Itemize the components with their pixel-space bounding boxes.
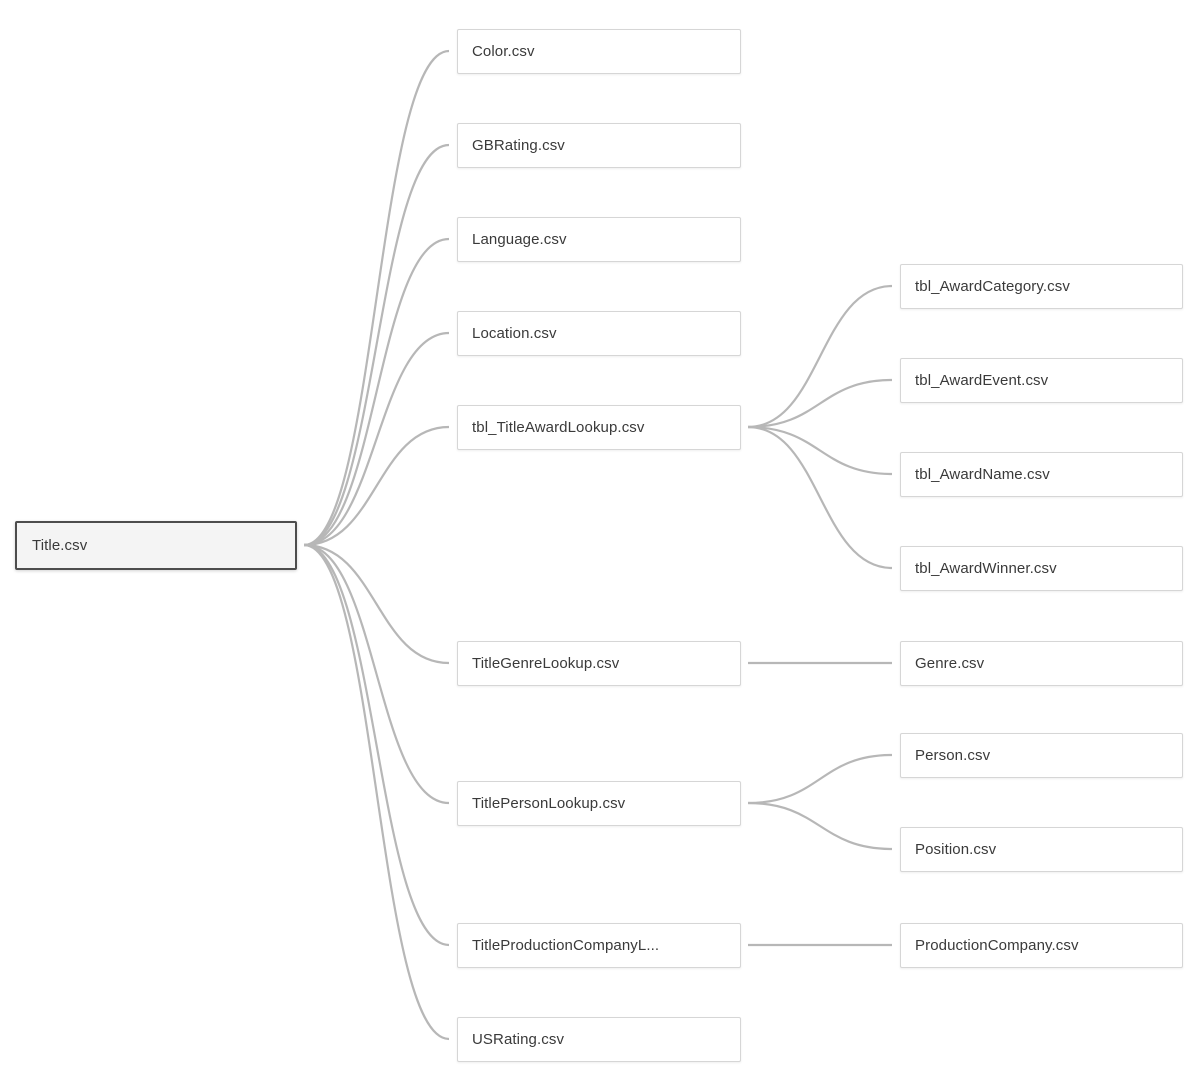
table-node-genre[interactable]: Genre.csv — [900, 640, 1183, 686]
table-node-label: Color.csv — [472, 42, 535, 60]
connector-line — [303, 543, 450, 1041]
table-node-titlepersonlookup[interactable]: TitlePersonLookup.csv — [457, 780, 741, 826]
table-node-label: tbl_AwardEvent.csv — [915, 371, 1049, 389]
table-node-title[interactable]: Title.csv — [15, 520, 297, 570]
connector-line — [747, 425, 893, 570]
table-node-usrating[interactable]: USRating.csv — [457, 1016, 741, 1062]
table-node-label: Genre.csv — [915, 654, 985, 672]
table-node-person[interactable]: Person.csv — [900, 732, 1183, 778]
table-node-location[interactable]: Location.csv — [457, 310, 741, 356]
connector-line — [747, 378, 893, 429]
table-node-label: ProductionCompany.csv — [915, 936, 1079, 954]
table-node-tbl_titleawardlookup[interactable]: tbl_TitleAwardLookup.csv — [457, 404, 741, 450]
connector-line — [747, 284, 893, 429]
table-node-label: tbl_AwardName.csv — [915, 465, 1050, 483]
connector-line — [303, 331, 450, 547]
table-node-label: USRating.csv — [472, 1030, 565, 1048]
table-node-tbl_awardevent[interactable]: tbl_AwardEvent.csv — [900, 357, 1183, 403]
table-node-position[interactable]: Position.csv — [900, 826, 1183, 872]
table-node-color[interactable]: Color.csv — [457, 28, 741, 74]
table-node-language[interactable]: Language.csv — [457, 216, 741, 262]
connector-line — [303, 143, 450, 547]
table-node-label: Language.csv — [472, 230, 567, 248]
table-node-gbrating[interactable]: GBRating.csv — [457, 122, 741, 168]
connector-line — [303, 543, 450, 947]
table-node-label: GBRating.csv — [472, 136, 565, 154]
connector-line — [303, 237, 450, 547]
table-node-label: tbl_AwardWinner.csv — [915, 559, 1057, 577]
connector-line — [303, 49, 450, 547]
table-node-tbl_awardwinner[interactable]: tbl_AwardWinner.csv — [900, 545, 1183, 591]
table-node-label: Position.csv — [915, 840, 997, 858]
connector-line — [303, 425, 450, 547]
connector-line — [747, 801, 893, 851]
table-node-label: Title.csv — [32, 536, 88, 554]
table-node-tbl_awardcategory[interactable]: tbl_AwardCategory.csv — [900, 263, 1183, 309]
table-node-label: TitleProductionCompanyL... — [472, 936, 660, 954]
table-node-label: tbl_AwardCategory.csv — [915, 277, 1070, 295]
table-node-label: TitlePersonLookup.csv — [472, 794, 626, 812]
table-node-label: Location.csv — [472, 324, 557, 342]
connector-line — [303, 543, 450, 665]
connector-line — [747, 425, 893, 476]
table-node-tbl_awardname[interactable]: tbl_AwardName.csv — [900, 451, 1183, 497]
connector-line — [747, 753, 893, 805]
table-node-titlegenrelookup[interactable]: TitleGenreLookup.csv — [457, 640, 741, 686]
table-node-label: tbl_TitleAwardLookup.csv — [472, 418, 645, 436]
table-node-label: TitleGenreLookup.csv — [472, 654, 620, 672]
table-node-label: Person.csv — [915, 746, 991, 764]
table-node-productioncompany[interactable]: ProductionCompany.csv — [900, 922, 1183, 968]
table-node-titleproductioncompanylookup[interactable]: TitleProductionCompanyL... — [457, 922, 741, 968]
connector-line — [303, 543, 450, 805]
